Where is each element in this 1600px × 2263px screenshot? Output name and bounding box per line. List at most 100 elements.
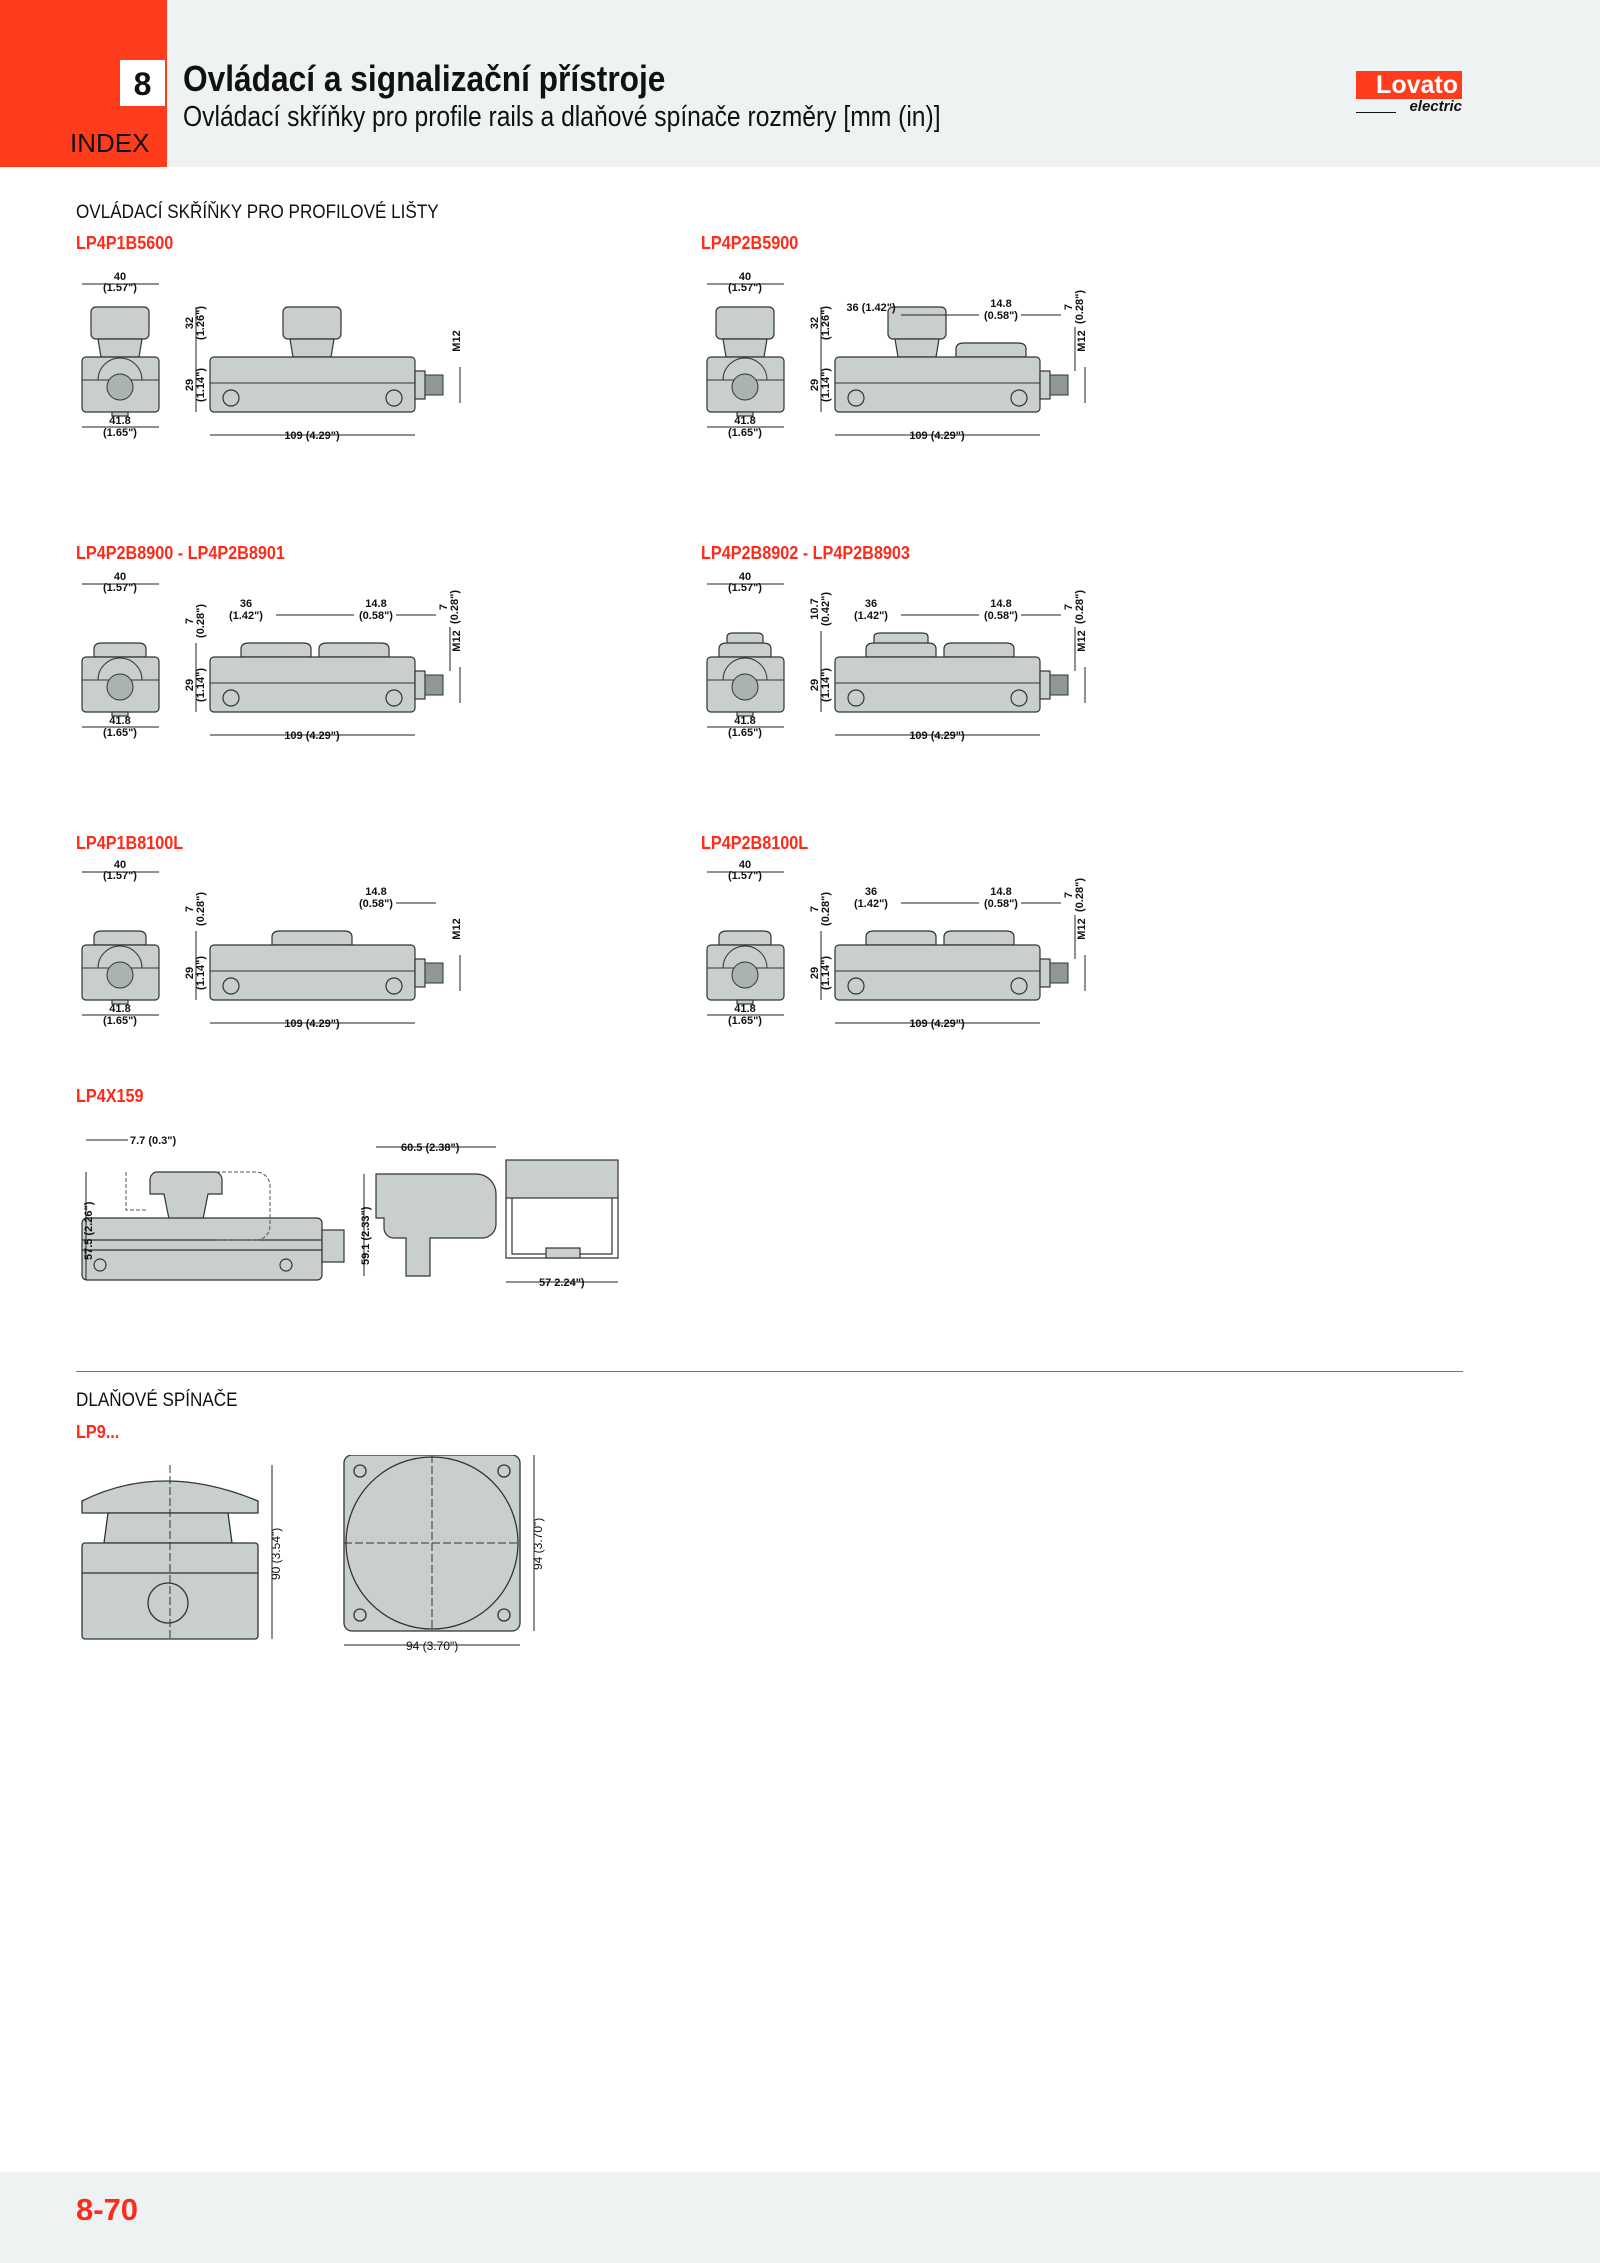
connector-base <box>1039 958 1051 988</box>
side-button <box>282 306 342 340</box>
m12-socket <box>106 961 134 989</box>
logo-underline <box>1356 112 1396 113</box>
dim-thread: M12 <box>451 918 463 939</box>
palm-mushroom-cap <box>81 1480 259 1514</box>
dim-height: 29 <box>184 379 196 391</box>
dim-height: 29 <box>809 967 821 979</box>
dim-offset-in: (0.58") <box>359 898 393 910</box>
dim-button-height-in: (1.26") <box>195 306 207 340</box>
dim-front-base: 41.8 <box>734 415 755 427</box>
dim-offset: 14.8 <box>990 298 1011 310</box>
m12-socket <box>106 673 134 701</box>
connector-shroud <box>722 657 768 681</box>
dim-front-base-in: (1.65") <box>728 427 762 439</box>
dim-front-base-in: (1.65") <box>103 427 137 439</box>
dim-height-in: (1.14") <box>195 368 207 402</box>
dim-front-width: 40 <box>114 271 126 283</box>
lovato-logo: Lovato <box>1356 71 1462 99</box>
dim-front-width-in: (1.57") <box>728 582 762 594</box>
side-button-stem <box>894 338 940 358</box>
connector-base <box>1039 370 1051 400</box>
side-button-1 <box>865 930 937 946</box>
cable-entry <box>147 1582 189 1624</box>
foot <box>736 711 754 717</box>
dim-front-base: 41.8 <box>734 1003 755 1015</box>
dim-front-base-in: (1.65") <box>728 727 762 739</box>
foot <box>736 999 754 1005</box>
dim-button-height: 32 <box>809 317 821 329</box>
box-drawing-group: 40(1.57")41.8(1.65")109 (4.29")29(1.14")… <box>706 859 1088 1030</box>
connector-base <box>414 958 426 988</box>
dim-front-base: 41.8 <box>109 415 130 427</box>
front-button-stem <box>722 338 768 358</box>
side-button-2 <box>943 642 1015 658</box>
drawing-lp4p2b8900: 40(1.57")41.8(1.65")109 (4.29")29(1.14")… <box>81 571 463 742</box>
drawing-lp4p1b8100l: 40(1.57")41.8(1.65")109 (4.29")29(1.14")… <box>81 859 463 1030</box>
dim-connector-in: (0.28") <box>449 590 461 624</box>
front-button <box>93 642 147 658</box>
dim-front-width: 40 <box>739 271 751 283</box>
dim-offset: 14.8 <box>990 886 1011 898</box>
part-label: LP4P2B8902 - LP4P2B8903 <box>701 543 910 563</box>
connector-shroud <box>722 945 768 969</box>
connector-shroud <box>97 357 143 381</box>
mushroom-stem <box>103 1512 233 1544</box>
header-band <box>0 0 1600 167</box>
side-button <box>271 930 353 946</box>
connector-base <box>1039 670 1051 700</box>
side-button-1 <box>865 632 937 658</box>
connector-shroud <box>97 945 143 969</box>
front-button <box>715 306 775 340</box>
dim-offset-in: (0.58") <box>984 310 1018 322</box>
drawing-lp4x159: 7.7 (0.3") 57.5 (2.26") 60.5 (2.38") 59.… <box>81 1135 619 1289</box>
m12-connector <box>424 674 444 696</box>
section-heading-profile-rails: OVLÁDACÍ SKŘÍŇKY PRO PROFILOVÉ LIŠTY <box>76 202 439 223</box>
fixing-hole <box>847 389 865 407</box>
dim-height: 29 <box>809 379 821 391</box>
dim-front-width: 40 <box>739 571 751 583</box>
drawing-lp9: 90 (3.54") 94 (3.70") 94 (3.70") <box>81 1455 545 1653</box>
drawing-lp4p2b5900: 40(1.57")41.8(1.65")109 (4.29")29(1.14")… <box>706 271 1088 442</box>
fixing-hole <box>847 977 865 995</box>
fixing-hole <box>222 689 240 707</box>
foot <box>736 411 754 417</box>
dim-length: 109 (4.29") <box>284 730 340 742</box>
dim-height-in: (1.14") <box>820 668 832 702</box>
foot <box>111 711 129 717</box>
dim-height: 29 <box>184 679 196 691</box>
fixing-hole <box>1010 977 1028 995</box>
dim-connector-in: (0.28") <box>1074 878 1086 912</box>
dim-length: 109 (4.29") <box>909 1018 965 1030</box>
dim-front-width-in: (1.57") <box>103 282 137 294</box>
fixing-hole <box>279 1258 293 1272</box>
dim-height: 90 (3.54") <box>269 1528 283 1580</box>
dim-connector: 7 <box>438 604 450 610</box>
index-link[interactable]: INDEX <box>70 128 150 158</box>
dim-top-height: 94 (3.70") <box>531 1518 545 1570</box>
dim-front-width: 40 <box>114 859 126 871</box>
dim-button-height-in: (0.42") <box>820 592 832 626</box>
dim-height-in: (1.14") <box>195 956 207 990</box>
part-label: LP4P1B5600 <box>76 233 174 253</box>
side-button <box>887 306 947 340</box>
bracket-front-view <box>505 1159 619 1199</box>
dim-connector-in: (0.28") <box>1074 590 1086 624</box>
dim-front-width: 40 <box>739 859 751 871</box>
m12-connector <box>321 1229 345 1263</box>
front-button <box>718 930 772 946</box>
side-button-flat <box>955 342 1027 358</box>
dim-front-width-in: (1.57") <box>728 870 762 882</box>
front-button <box>93 930 147 946</box>
side-enclosure <box>834 944 1041 1001</box>
dim-button-height-in: (0.28") <box>195 892 207 926</box>
dim-button-height: 7 <box>184 906 196 912</box>
side-enclosure <box>209 944 416 1001</box>
dim-pitch: 36 (1.42") <box>846 302 896 314</box>
dim-length: 109 (4.29") <box>284 430 340 442</box>
dim-front-width-in: (1.57") <box>103 582 137 594</box>
dim-top-width: 94 (3.70") <box>406 1639 458 1653</box>
box-drawing-group: 40(1.57") 41.8(1.65") 109 (4.29") 29(1.14")… <box>81 271 463 442</box>
dim-height: 29 <box>184 967 196 979</box>
page-number: 8-70 <box>76 2192 139 2227</box>
mushroom-button-side <box>149 1171 223 1225</box>
